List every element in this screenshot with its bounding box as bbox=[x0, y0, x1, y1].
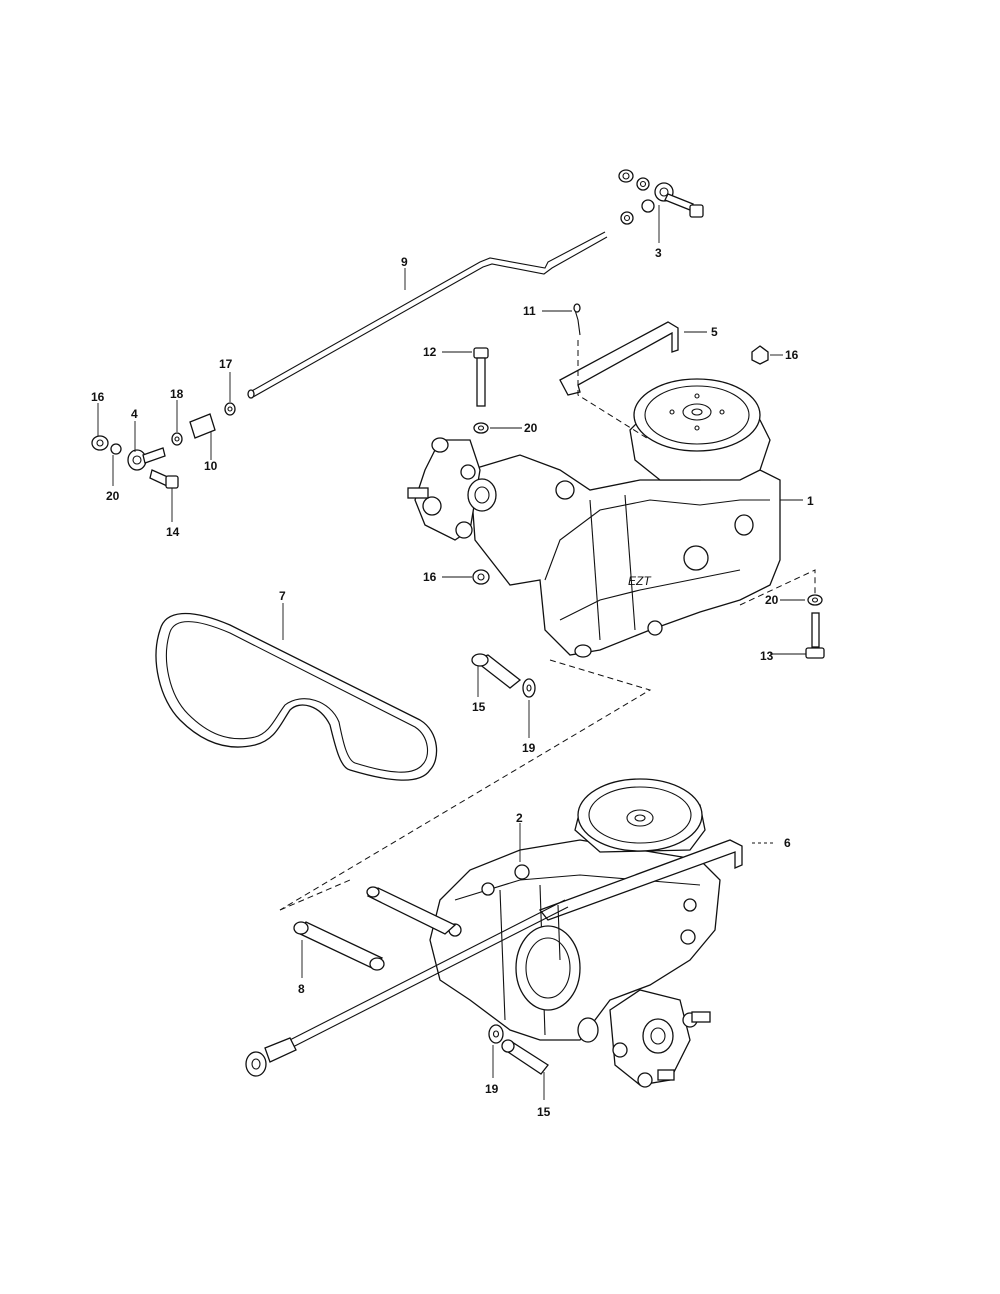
pin-lower bbox=[279, 879, 549, 1100]
callout-9: 9 bbox=[401, 255, 408, 269]
pin-upper bbox=[279, 653, 652, 911]
callout-4: 4 bbox=[131, 407, 138, 421]
callout-labels: 1 2 3 4 5 6 7 8 9 10 11 12 13 14 15 15 1… bbox=[91, 246, 814, 1119]
drive-belt bbox=[155, 603, 438, 781]
leader-lines bbox=[404, 268, 521, 862]
rod-end-hardware-left bbox=[91, 372, 236, 522]
callout-3: 3 bbox=[655, 246, 662, 260]
callout-18: 18 bbox=[170, 387, 184, 401]
callout-5: 5 bbox=[711, 325, 718, 339]
callout-16-left: 16 bbox=[91, 390, 105, 404]
callout-20-center: 20 bbox=[524, 421, 538, 435]
callout-15-lower: 15 bbox=[537, 1105, 551, 1119]
callout-17: 17 bbox=[219, 357, 233, 371]
callout-6: 6 bbox=[784, 836, 791, 850]
callout-10: 10 bbox=[204, 459, 218, 473]
callout-13: 13 bbox=[760, 649, 774, 663]
callout-20-left: 20 bbox=[106, 489, 120, 503]
callout-15-upper: 15 bbox=[472, 700, 486, 714]
control-rod-lower bbox=[245, 899, 569, 1077]
control-rod-upper bbox=[247, 231, 608, 399]
callout-19-lower: 19 bbox=[485, 1082, 499, 1096]
axle-tube bbox=[293, 886, 457, 978]
transaxle-upper: EZT bbox=[407, 378, 781, 658]
bolt-vertical-upper bbox=[442, 345, 803, 585]
transaxle-lower bbox=[429, 778, 721, 1088]
callout-1: 1 bbox=[807, 494, 814, 508]
callout-19-upper: 19 bbox=[522, 741, 536, 755]
rod-end-hardware-top bbox=[618, 169, 704, 243]
callout-16-right: 16 bbox=[785, 348, 799, 362]
transaxle-marking: EZT bbox=[628, 574, 652, 588]
bolt-vertical-right bbox=[739, 569, 825, 659]
callout-2: 2 bbox=[516, 811, 523, 825]
bracket-lower bbox=[538, 839, 775, 961]
callout-12: 12 bbox=[423, 345, 437, 359]
callout-20-right: 20 bbox=[765, 593, 779, 607]
callout-16-center: 16 bbox=[423, 570, 437, 584]
callout-14: 14 bbox=[166, 525, 180, 539]
callout-7: 7 bbox=[279, 589, 286, 603]
bracket-upper bbox=[542, 303, 707, 441]
callout-8: 8 bbox=[298, 982, 305, 996]
callout-11: 11 bbox=[523, 304, 536, 318]
